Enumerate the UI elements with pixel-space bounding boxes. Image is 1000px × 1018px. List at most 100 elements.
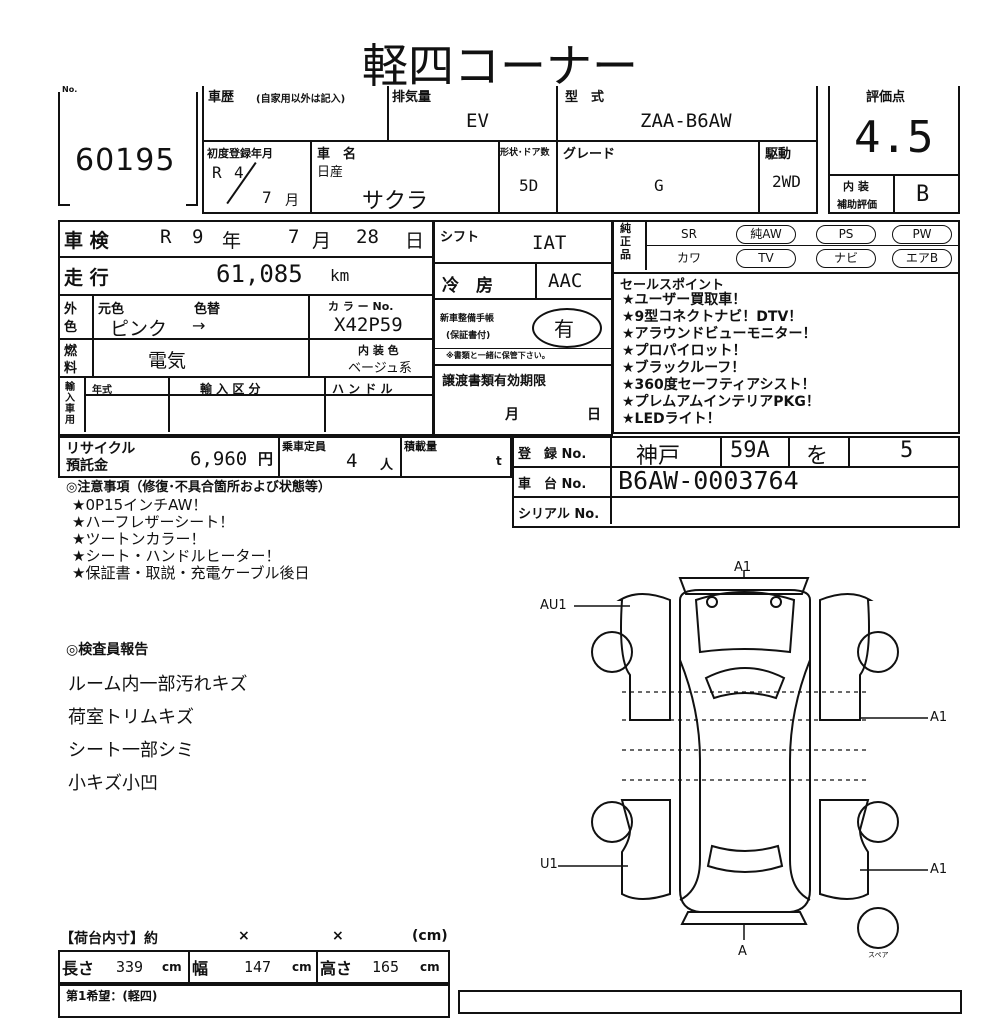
import-handle-label: ハ ン ド ル [332,382,393,396]
fuel-label-2: 料 [64,361,78,376]
car-name-label: 車 名 [317,147,357,162]
top-info-box [202,86,818,214]
first-reg-label: 初度登録年月 [207,147,273,160]
sales-point-item: ★プレムアムインテリアPKG！ [622,394,820,410]
cargo-x2: × [332,928,344,944]
sales-point-item: ★9型コネクトナビ！DTV！ [622,309,803,325]
aircon-value: AAC [548,270,583,292]
inspector-item: ルーム内一部汚れキズ [68,674,248,695]
color-code-label: カ ラ ー No. [328,300,394,313]
cargo-label: 【荷台内寸】約 [60,931,158,947]
cargo-height: 165 [372,958,400,976]
recycle-box [58,436,512,478]
history-note: (自家用以外は記入) [256,94,346,105]
cargo-height-unit: cm [420,960,440,974]
model-code-label: 型 式 [565,90,605,105]
color-label-1: 外 [64,302,78,317]
recycle-label-1: リサイクル [66,441,136,457]
note-item: ★0P15インチAW！ [72,496,208,514]
maintenance-circle [532,308,602,348]
registration-number: 5 [900,438,914,463]
inspector-label: ◎検査員報告 [66,642,149,658]
note-item: ★ハーフレザーシート！ [72,513,235,531]
score-value: 4.5 [854,112,934,163]
aircon-label: 冷 房 [442,276,493,296]
transfer-month: 月 [505,407,519,423]
mark-left-front: AU1 [540,598,567,613]
color-label-2: 色 [64,320,78,335]
grade-value: G [654,176,664,195]
interior-label-1: 内 装 [843,180,869,193]
fuel-label-1: 燃 [64,344,78,359]
note-item: ★保証書・取説・充電ケーブル後日 [72,564,310,582]
mark-right-middle: A1 [930,710,948,725]
sales-point-item: ★ブラックルーフ！ [622,360,746,376]
mileage-unit: km [330,266,350,285]
lot-number: 60195 [75,143,176,178]
capacity-value: 4 [346,450,358,472]
score-label: 評価点 [866,90,906,105]
mark-rear: A [738,944,747,959]
equip-airbag: エアB [892,249,952,268]
recycle-label-2: 預託金 [66,458,108,474]
maintenance-value: 有 [554,317,574,341]
load-unit: t [496,454,502,468]
color-original-label: 元色 [98,302,125,317]
interior-label-2: 補助評価 [837,200,877,211]
maintenance-note: ※書類と一緒に保管下さい。 [446,351,550,360]
first-reg-unit: 月 [285,193,299,209]
cargo-width: 147 [244,958,272,976]
lot-label: No. [62,85,78,94]
interior-value: B [916,182,930,207]
interior-color-label: 内 装 色 [358,344,399,357]
capacity-label: 乗車定員 [282,440,326,453]
chassis-label: 車 台 No. [518,477,587,492]
sales-point-item: ★LEDライト！ [622,411,721,427]
equip-navi: ナビ [816,249,876,268]
equip-leather: カワ [676,251,701,265]
car-damage-diagram [558,570,928,949]
cargo-length-unit: cm [162,960,182,974]
import-type-label: 輸 入 区 分 [200,382,261,396]
inspector-item: 荷室トリムキズ [68,707,194,728]
fuel-value: 電気 [148,350,187,372]
sales-point-item: ★プロパイロット！ [622,343,747,359]
mark-right-rear: A1 [930,862,948,877]
serial-label: シリアル No. [518,507,600,522]
equipment-label: 純正品 [620,222,631,261]
color-original: ピンク [110,318,168,340]
registration-box [512,436,960,528]
transfer-day: 日 [587,407,601,423]
transfer-label: 譲渡書類有効期限 [442,374,547,389]
first-reg-month: 7 [262,188,272,207]
cargo-length: 339 [116,958,144,976]
registration-kana: を [806,444,829,469]
cargo-x1: × [238,928,250,944]
inspection-month: 7 [288,226,300,248]
first-reg-era: R [212,163,222,182]
footer-box-right [458,990,962,1014]
equip-sr: SR [681,227,697,241]
sales-points-label: セールスポイント [620,278,725,293]
cargo-width-label: 幅 [192,959,209,978]
cargo-width-unit: cm [292,960,312,974]
inspection-day-unit: 日 [405,230,425,252]
registration-region: 神戸 [636,444,681,469]
score-box [828,86,960,214]
note-item: ★シート・ハンドルヒーター！ [72,547,281,565]
mark-left-rear: U1 [540,857,558,872]
recycle-value: 6,960 [190,448,248,470]
inspector-item: シート一部シミ [68,740,194,761]
load-label: 積載量 [404,440,437,453]
mileage-label: 走 行 [64,267,109,289]
import-year-label: 年式 [92,385,112,396]
drive-value: 2WD [772,172,801,191]
color-change-label: 色替 [194,302,221,317]
note-item: ★ツートンカラー！ [72,530,206,548]
drive-label: 駆動 [765,147,792,162]
cargo-height-label: 高さ [320,959,353,978]
sales-point-item: ★360度セーフティアシスト！ [622,377,816,393]
interior-color-value: ベージュ系 [348,361,412,376]
displacement-label: 排気量 [392,90,432,105]
equip-tv: TV [736,249,796,268]
